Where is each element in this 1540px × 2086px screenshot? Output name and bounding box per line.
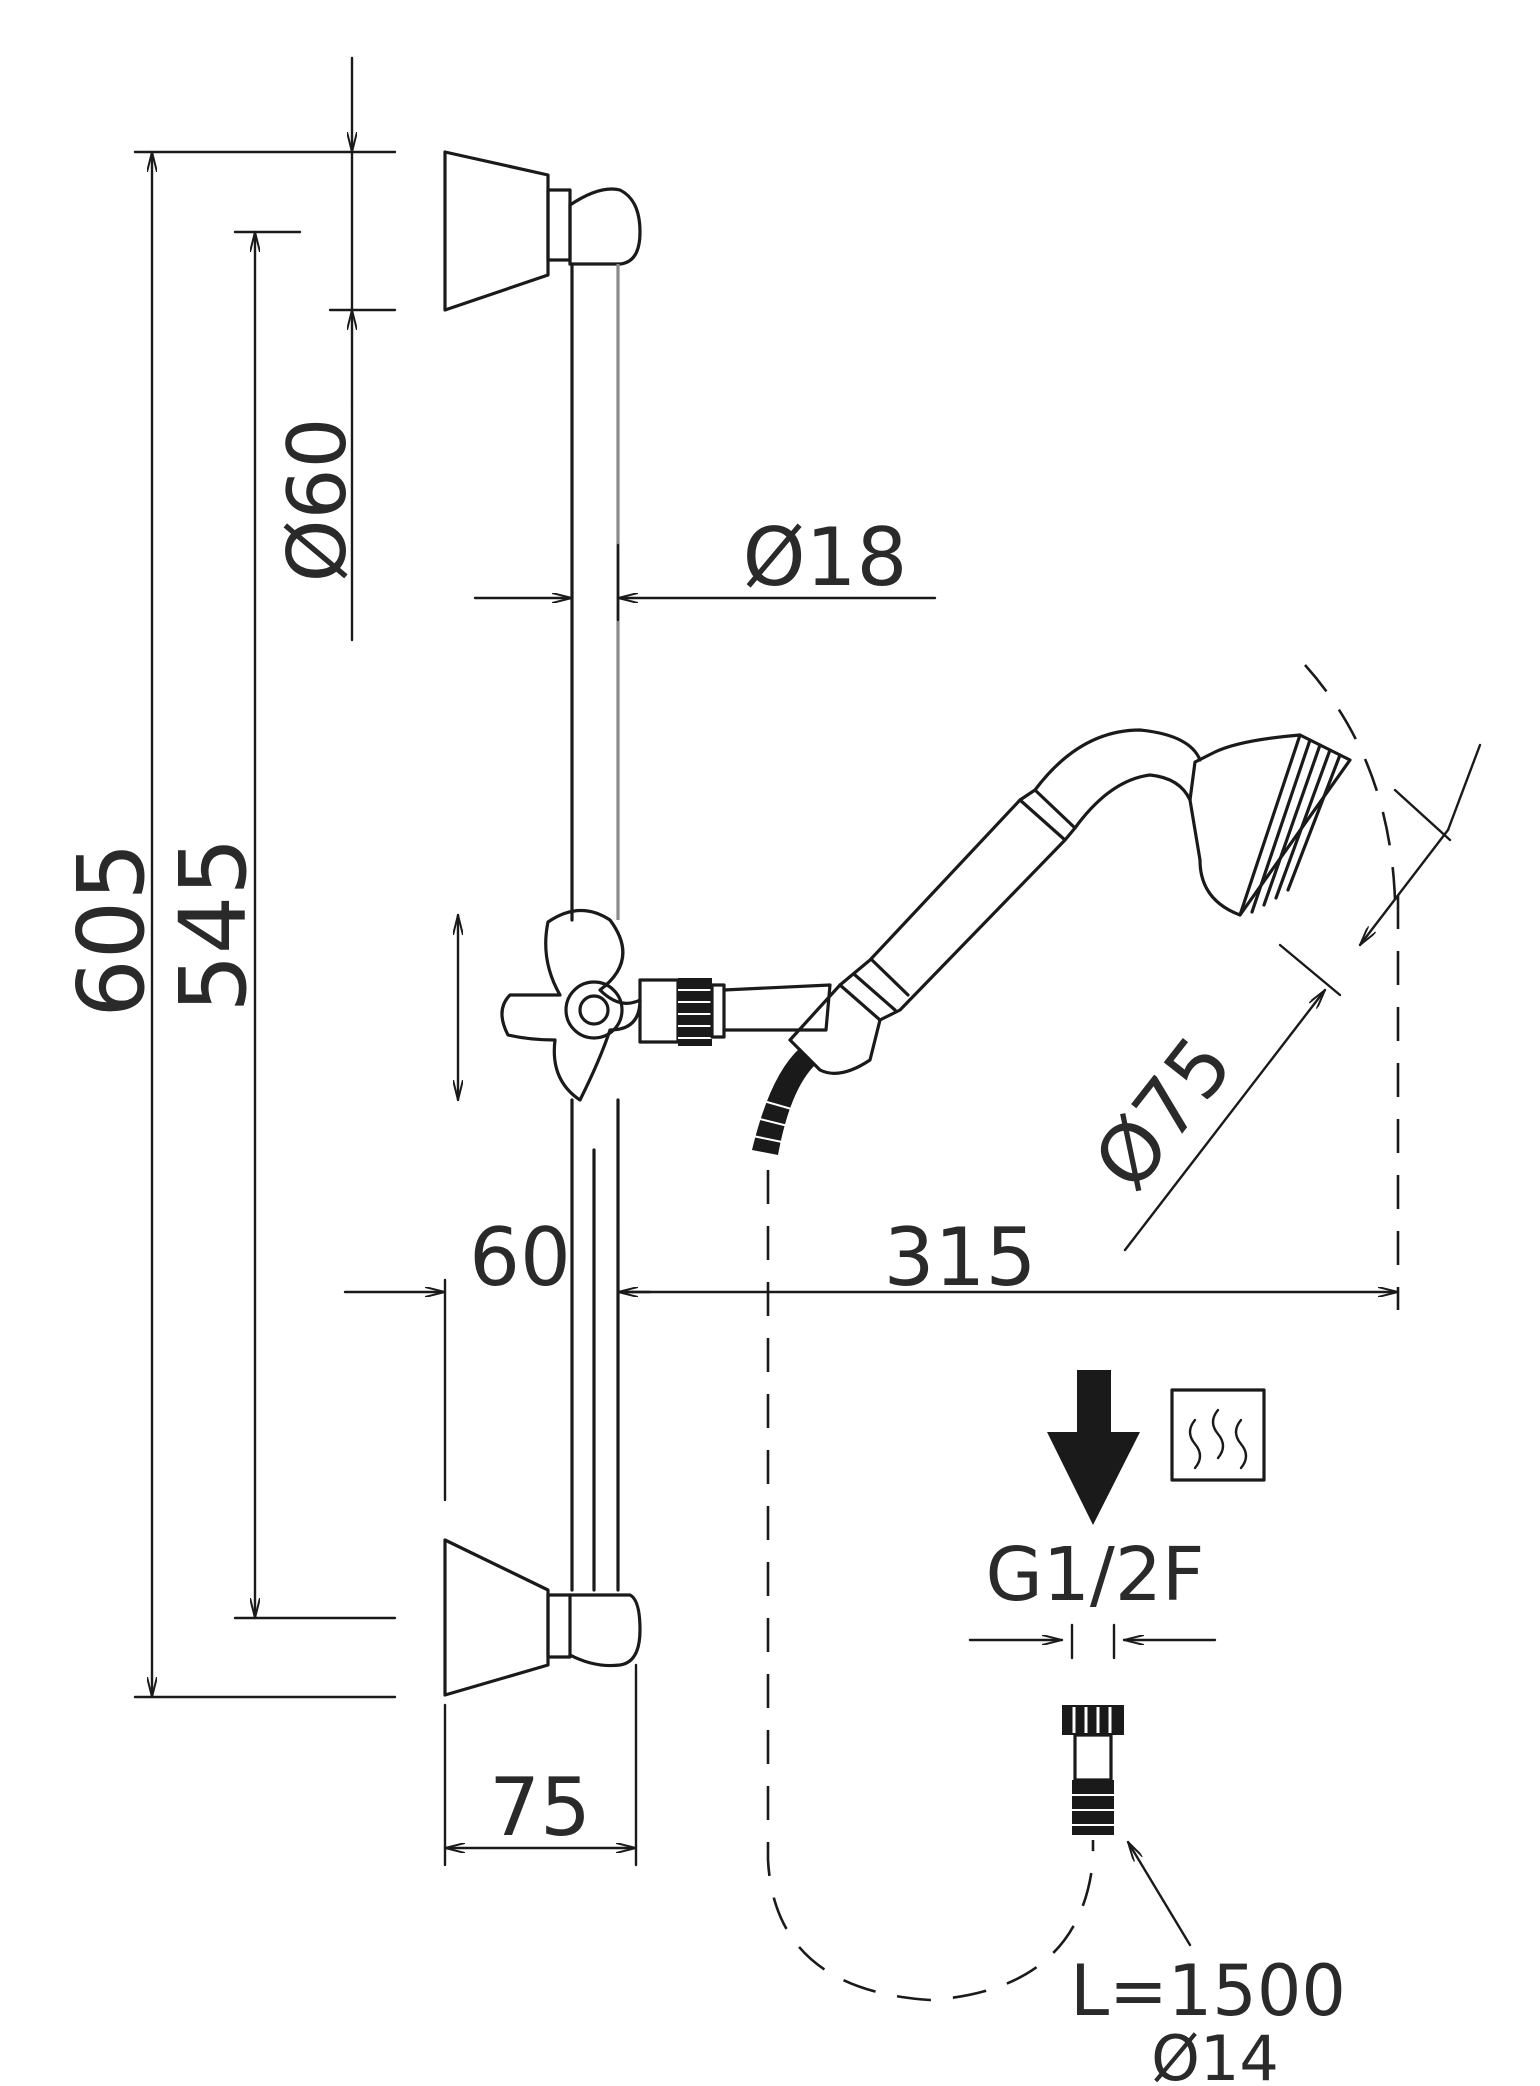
dim-bracket-depth: 75 <box>489 1761 591 1854</box>
hot-water-icon <box>1170 1388 1266 1482</box>
top-wall-bracket <box>443 150 642 312</box>
bottom-wall-bracket <box>443 1538 642 1697</box>
hand-shower <box>788 728 1352 1075</box>
dim-reach: 315 <box>884 1211 1037 1304</box>
dim-bar-height: 545 <box>160 837 267 1013</box>
slider-cross-handle <box>500 908 832 1102</box>
down-arrow-icon <box>1047 1370 1140 1525</box>
dim-wall-diameter: Ø60 <box>271 418 364 583</box>
dimension-lines <box>133 56 1482 1947</box>
thread-size-label: G1/2F <box>985 1532 1204 1618</box>
slide-rail <box>570 262 620 1592</box>
dim-wall-offset: 60 <box>469 1211 571 1304</box>
hose <box>752 1048 1095 2002</box>
hose-connector <box>1062 1705 1124 1835</box>
dim-overall-height: 605 <box>58 842 165 1018</box>
hose-diameter-label: Ø14 <box>1151 2022 1279 2086</box>
hose-length-label: L=1500 <box>1070 1950 1346 2032</box>
dim-bar-diameter: Ø18 <box>743 511 908 604</box>
dim-head-diameter: Ø75 <box>1076 1020 1251 1207</box>
